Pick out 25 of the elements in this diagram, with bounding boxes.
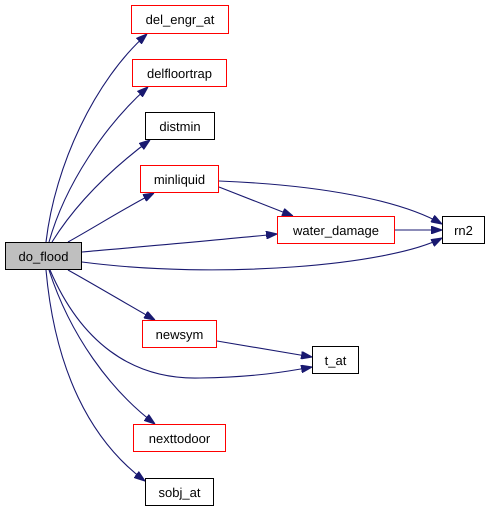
call-arrow [395,226,443,234]
call-arrow [48,270,156,425]
function-box: del_engr_at [131,5,229,34]
function-box: sobj_at [145,478,214,506]
function-box: delfloortrap [132,59,227,87]
call-arrow [218,180,443,225]
call-arrow [45,33,148,242]
call-arrow [48,86,149,242]
call-arrow [68,192,155,242]
call-arrow [216,340,313,360]
call-arrow [218,186,294,217]
call-arrow [52,139,151,242]
call-arrow [68,270,156,321]
function-box: nexttodoor [133,424,226,452]
call-arrow [50,270,313,379]
function-box: rn2 [442,216,485,244]
call-arrow [82,237,443,270]
function-box: distmin [145,112,215,140]
function-box: newsym [142,320,217,348]
function-box: minliquid [140,165,219,193]
call-arrow [82,230,278,253]
function-box: do_flood [5,242,82,270]
function-box: t_at [312,346,359,374]
function-box: water_damage [277,216,395,244]
call-arrow [45,270,146,482]
